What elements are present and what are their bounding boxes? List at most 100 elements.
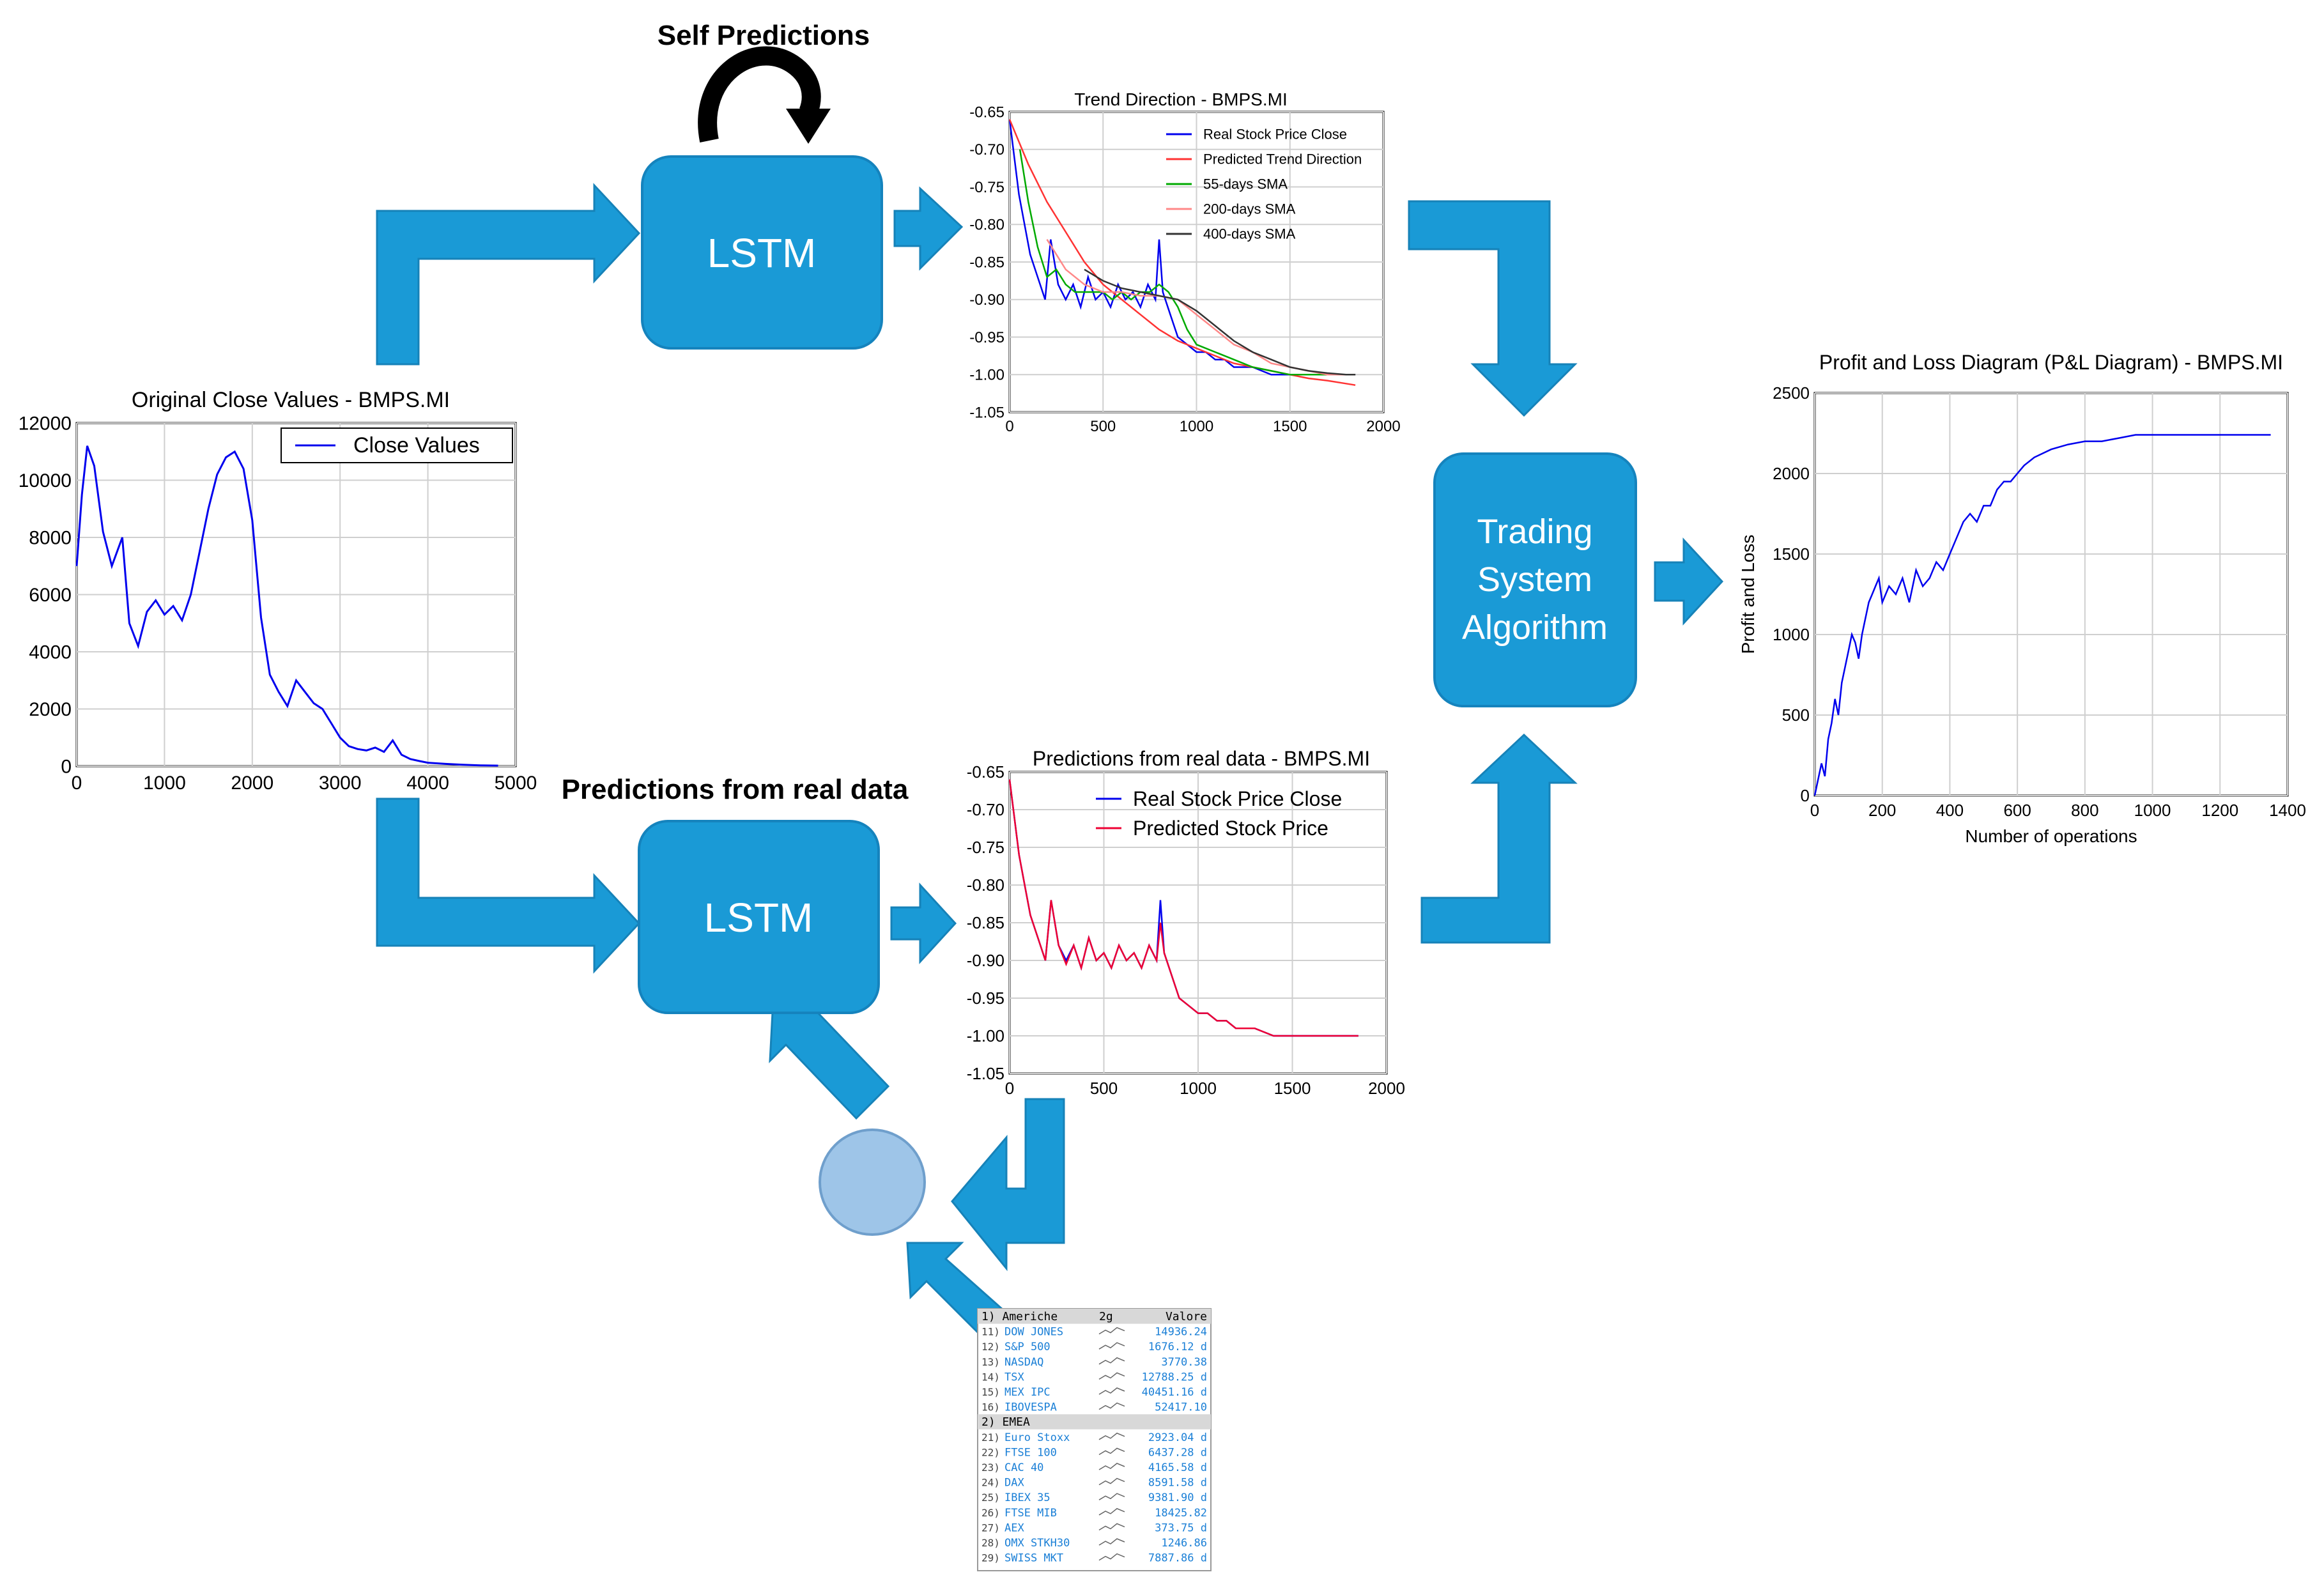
chart-predictions-lines [1008,779,1358,1037]
aggregation-circle [819,1128,926,1236]
chart-pnl-ylabel: Profit and Loss [1738,535,1758,654]
trend-legend-label-1: Predicted Trend Direction [1203,151,1362,167]
predictions-xtick-label: 500 [1090,1079,1118,1098]
market-row-sparkline [1098,1342,1125,1350]
market-row-name: DAX [1004,1477,1024,1490]
trading-label-line-3: Algorithm [1462,608,1608,647]
market-row-sparkline [1098,1402,1125,1410]
market-row-value: 52417.10 [1155,1401,1207,1414]
market-row-name: IBEX 35 [1004,1491,1050,1504]
market-row-sparkline [1098,1447,1125,1456]
trend-legend-label-2: 55-days SMA [1203,176,1288,192]
market-table-header-cell: 1) Americhe [981,1310,1058,1323]
market-row-value: 1246.86 [1161,1537,1207,1550]
market-row-name: IBOVESPA [1004,1401,1057,1414]
pnl-ytick-label: 2500 [1773,383,1810,403]
trend-xtick-label: 0 [1005,418,1013,435]
predictions-xtick-label: 1500 [1274,1079,1311,1098]
market-row-value: 1676.12 d [1148,1341,1207,1353]
chart-predictions-title: Predictions from real data - BMPS.MI [1033,747,1370,770]
market-row-sparkline [1098,1507,1125,1516]
market-row-sparkline [1098,1553,1125,1561]
original-ytick-label: 12000 [19,413,72,435]
trend-series-line-1 [1008,119,1356,386]
market-table-section-emea: 2) EMEA [981,1415,1030,1429]
predictions-ytick-label: -0.90 [967,951,1004,970]
market-row-name: DOW JONES [1004,1326,1063,1339]
predictions-series-line-1 [1008,779,1358,1037]
predictions-legend-label-1: Predicted Stock Price [1133,817,1328,840]
market-row-name: FTSE 100 [1004,1446,1057,1459]
market-row-sparkline [1098,1538,1125,1546]
trend-ytick-label: -0.85 [969,254,1004,271]
predictions-xtick-label: 0 [1005,1079,1014,1098]
pnl-series-line-0 [1813,434,2271,796]
arrow-top-lstm-to-trend [893,186,964,271]
market-row-index: 29) [981,1552,1000,1564]
predictions-legend-label-0: Real Stock Price Close [1133,787,1342,810]
market-row-index: 24) [981,1477,1000,1489]
market-row-value: 18425.82 [1155,1507,1207,1520]
market-row-index: 11) [981,1326,1000,1338]
market-row-value: 2923.04 d [1148,1431,1207,1444]
chart-original-grid [76,422,516,767]
predictions-from-real-data-label: Predictions from real data [562,774,909,805]
market-row-value: 4165.58 d [1148,1461,1207,1474]
market-row-index: 14) [981,1371,1000,1383]
market-table-header-cell: 2g [1099,1310,1113,1323]
arrow-original-to-bottom-lstm [376,797,641,974]
original-ytick-label: 6000 [29,585,72,606]
pnl-xtick-label: 1400 [2269,801,2306,820]
chart-original-lines [75,445,498,767]
pnl-ytick-label: 1000 [1773,625,1810,644]
predictions-ytick-label: -0.75 [967,838,1004,857]
pnl-xtick-label: 200 [1868,801,1896,820]
market-row-value: 9381.90 d [1148,1491,1207,1504]
market-row-index: 12) [981,1341,1000,1353]
market-row-value: 8591.58 d [1148,1477,1207,1490]
trend-xtick-label: 1500 [1273,418,1307,435]
arrow-circle-to-bottom-lstm [769,996,890,1120]
original-xtick-label: 1000 [143,773,186,794]
self-prediction-arrowhead [786,109,831,144]
lstm-top-box: LSTM [641,155,883,350]
market-row-name: Euro Stoxx [1004,1431,1070,1444]
trend-ytick-label: -0.70 [969,141,1004,158]
market-row-name: OMX STKH30 [1004,1537,1070,1550]
trend-legend-label-0: Real Stock Price Close [1203,127,1347,142]
predictions-ytick-label: -0.70 [967,800,1004,819]
trend-xtick-label: 2000 [1366,418,1400,435]
chart-pnl: Profit and Loss Diagram (P&L Diagram) - … [1738,351,2306,846]
predictions-ytick-label: -1.00 [967,1026,1004,1045]
market-row-sparkline [1098,1357,1125,1365]
market-row-index: 23) [981,1461,1000,1474]
pnl-xtick-label: 400 [1936,801,1964,820]
original-xtick-label: 4000 [406,773,449,794]
trading-system-box: Trading System Algorithm [1433,452,1637,707]
market-row-name: SWISS MKT [1004,1552,1063,1565]
original-ytick-label: 10000 [19,470,72,491]
market-row-sparkline [1098,1327,1125,1335]
market-row-value: 373.75 d [1155,1521,1207,1534]
arrow-trend-to-trading [1408,200,1578,417]
market-row-value: 12788.25 d [1142,1371,1207,1383]
market-row-index: 25) [981,1491,1000,1504]
lstm-bottom-box: LSTM [638,820,880,1014]
trading-label-line-2: System [1477,560,1592,599]
predictions-xtick-label: 2000 [1368,1079,1405,1098]
original-ytick-label: 2000 [29,699,72,720]
trend-series-line-4 [1084,268,1356,376]
market-row-name: AEX [1004,1521,1024,1534]
predictions-ytick-label: -1.05 [967,1064,1004,1083]
chart-pnl-frame [1813,392,2289,797]
chart-pnl-title: Profit and Loss Diagram (P&L Diagram) - … [1819,351,2283,374]
trend-ytick-label: -0.80 [969,217,1004,234]
